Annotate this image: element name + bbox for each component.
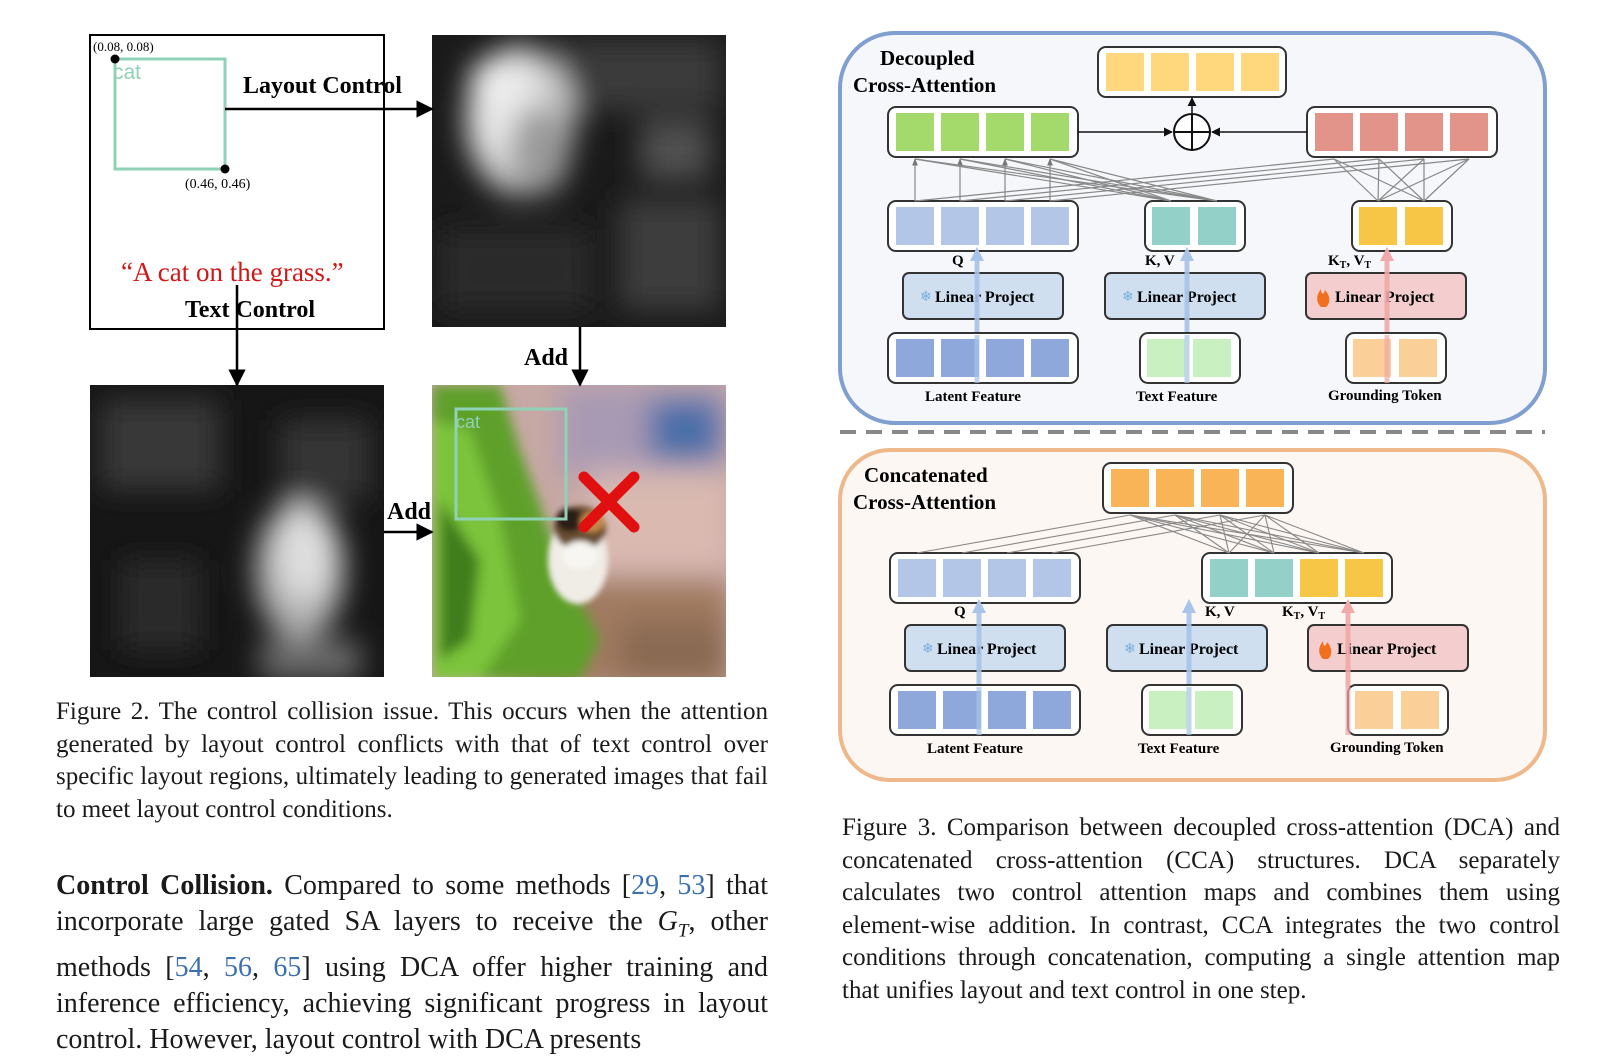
figure-2-caption: Figure 2. The control collision issue. T… xyxy=(56,698,768,823)
coord-bottom-right: (0.46, 0.46) xyxy=(185,177,251,192)
text-control-label: Text Control xyxy=(185,297,315,323)
circled-plus-icon xyxy=(1173,113,1211,151)
svg-text:❄: ❄ xyxy=(1122,289,1134,305)
generated-image: cat xyxy=(432,385,726,677)
cca-title-2: Cross-Attention xyxy=(853,490,996,514)
snowflake-icon: ❄ xyxy=(1122,289,1134,305)
flame-icon xyxy=(1317,289,1330,307)
svg-text:❄: ❄ xyxy=(920,289,932,305)
cca-grounding-token: Grounding Token xyxy=(1330,740,1444,756)
body-text-2: ] that incorporate large gated SA layers… xyxy=(56,870,769,937)
figure-3: Decoupled Cross-Attention Q K, xyxy=(838,31,1547,782)
add-label-horizontal: Add xyxy=(387,499,432,525)
dca-linear-project-1: Linear Project xyxy=(935,289,1035,306)
prompt-text: “A cat on the grass.” xyxy=(121,257,344,287)
photo-layout-box xyxy=(454,407,568,521)
body-text-3: , other methods [ xyxy=(56,906,769,983)
body-comma-2: , xyxy=(202,951,224,983)
dca-ktvt-label: KT, VT xyxy=(1328,253,1371,271)
dca-title-1: Decoupled xyxy=(880,46,975,70)
coord-top-left: (0.08, 0.08) xyxy=(93,39,154,54)
red-x-icon xyxy=(578,471,640,533)
citation-54[interactable]: 54 xyxy=(174,951,203,983)
dca-grounding-token: Grounding Token xyxy=(1328,388,1442,404)
cca-text-feature: Text Feature xyxy=(1138,741,1220,757)
svg-text:❄: ❄ xyxy=(922,641,934,657)
citation-29[interactable]: 29 xyxy=(631,870,660,901)
snowflake-icon: ❄ xyxy=(922,641,934,657)
figure-2: (0.08, 0.08) (0.46, 0.46) cat “A cat on … xyxy=(89,34,726,677)
body-comma-1: , xyxy=(659,870,678,901)
snowflake-icon: ❄ xyxy=(920,289,932,305)
dca-text-feature: Text Feature xyxy=(1136,389,1218,405)
photo-box-label: cat xyxy=(456,412,480,432)
citation-53[interactable]: 53 xyxy=(677,870,706,901)
svg-text:❄: ❄ xyxy=(1124,641,1136,657)
cca-linear-project-3: Linear Project xyxy=(1337,641,1437,658)
text-attention-map xyxy=(90,385,384,677)
dca-title-2: Cross-Attention xyxy=(853,73,996,97)
box-label: cat xyxy=(113,61,141,84)
dca-kv-label: K, V xyxy=(1145,253,1175,269)
math-g-sub: T xyxy=(677,920,689,942)
add-label-vertical: Add xyxy=(524,345,569,371)
figure-3-caption: Figure 3. Comparison between decoupled c… xyxy=(842,814,1560,1004)
layout-box xyxy=(113,57,227,171)
citation-65[interactable]: 65 xyxy=(273,951,302,983)
flame-icon xyxy=(1319,641,1332,659)
layout-panel xyxy=(89,34,385,330)
cca-q-label: Q xyxy=(954,604,966,620)
section-heading: Control Collision. xyxy=(56,870,273,901)
corner-dot-top-left xyxy=(110,54,120,64)
body-text-1: Compared to some methods [ xyxy=(272,870,632,901)
cca-title-1: Concatenated xyxy=(864,463,988,487)
layout-attention-map xyxy=(432,35,726,327)
math-g: G xyxy=(657,906,678,937)
cca-kv-label: K, V xyxy=(1205,604,1235,620)
snowflake-icon: ❄ xyxy=(1124,641,1136,657)
citation-56[interactable]: 56 xyxy=(223,951,252,983)
dca-latent-feature: Latent Feature xyxy=(925,389,1021,405)
dca-q-label: Q xyxy=(952,253,964,269)
cca-latent-feature: Latent Feature xyxy=(927,741,1023,757)
corner-dot-bottom-right xyxy=(220,164,230,174)
cca-linear-project-1: Linear Project xyxy=(937,641,1037,658)
body-paragraph: Control Collision. Compared to some meth… xyxy=(56,868,768,1058)
cca-ktvt-label: KT, VT xyxy=(1282,604,1325,622)
layout-control-label: Layout Control xyxy=(243,73,402,99)
body-comma-3: , xyxy=(251,951,274,983)
